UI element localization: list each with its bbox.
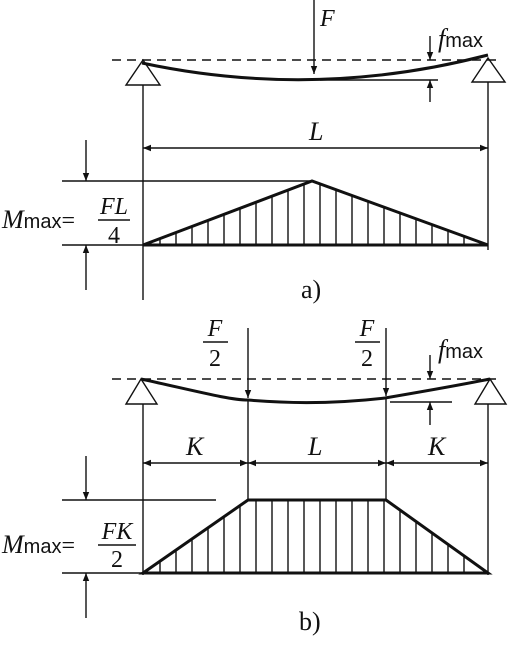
svg-text:2: 2 [209, 346, 221, 372]
moment-hatching-b [159, 500, 465, 573]
svg-text:F: F [207, 316, 223, 342]
moment-fraction-denominator-b: 2 [111, 547, 123, 573]
moment-diagram-a [142, 179, 489, 247]
span-label-k-right: K [427, 432, 447, 461]
deflection-dimension-b [390, 355, 452, 425]
svg-text:2: 2 [361, 346, 373, 372]
left-support-b [124, 377, 159, 575]
diagram-b: F 2 F 2 fmax K L K [1, 316, 508, 636]
span-label-l-b: L [307, 432, 322, 461]
load-label-left: F 2 [203, 316, 228, 372]
moment-fraction-numerator-b: FK [101, 519, 135, 545]
moment-diagram-b [138, 498, 493, 575]
moment-fraction-numerator-a: FL [99, 194, 128, 220]
span-label-k-left: K [185, 432, 205, 461]
svg-text:F: F [359, 316, 375, 342]
deflection-label-b: fmax [438, 335, 483, 364]
diagram-a: F fmax L Mmax= FL 4 a) [1, 0, 507, 304]
load-label-right: F 2 [355, 316, 380, 372]
moment-label-b: Mmax= [1, 530, 75, 559]
right-support [470, 56, 507, 250]
moment-fraction-denominator-a: 4 [108, 223, 120, 249]
caption-b: b) [299, 607, 321, 636]
moment-label-a: Mmax= [1, 205, 75, 234]
deflected-beam [141, 53, 489, 82]
deflected-beam-b [140, 377, 491, 405]
deflection-label-a: fmax [438, 24, 483, 53]
moment-hatching-a [159, 183, 465, 245]
moment-dimension-a [62, 140, 312, 290]
span-dimensions-b [143, 398, 488, 500]
load-label-f: F [319, 6, 335, 32]
caption-a: a) [301, 275, 321, 304]
moment-dimension-b [62, 456, 216, 618]
left-support [124, 58, 162, 300]
deflection-dimension-a [320, 36, 438, 102]
right-support-b [473, 377, 508, 575]
span-label-l: L [308, 117, 323, 146]
